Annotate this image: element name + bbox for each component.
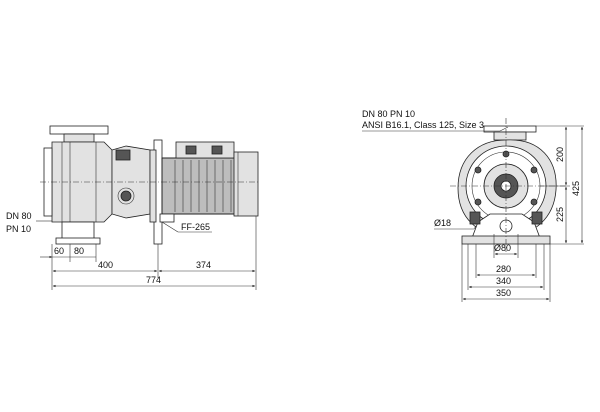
outlet-neck: [63, 133, 95, 143]
bracket-bolt-icon: [120, 190, 132, 202]
dim-200: 200: [555, 147, 565, 162]
dim-400: 400: [98, 260, 113, 270]
dim-350: 350: [496, 288, 511, 298]
outlet-flange-top: [49, 125, 109, 135]
dim-80: 80: [74, 246, 84, 256]
hole-dia-label: Ø18: [434, 218, 451, 228]
dim-225: 225: [555, 207, 565, 222]
dim-280: 280: [496, 264, 511, 274]
dim-374: 374: [196, 260, 211, 270]
inlet-dn-label: DN 80: [6, 211, 32, 221]
inlet-pn-label: PN 10: [6, 224, 31, 234]
dim-60: 60: [54, 246, 64, 256]
dim-425: 425: [571, 181, 581, 196]
outlet-dn-label: DN 80 PN 10: [362, 109, 415, 119]
terminal-box: [175, 141, 235, 159]
outlet-spec-label: ANSI B16.1, Class 125, Size 3: [362, 120, 484, 130]
front-view: DN 80 PN 10 ANSI B16.1, Class 125, Size …: [362, 109, 584, 302]
motor-fan-cover: [233, 151, 259, 217]
flange-ff-label: FF-265: [181, 222, 210, 232]
dim-dia80: Ø80: [494, 243, 511, 253]
side-view: DN 80 PN 10 FF-265 60 80 400 374 774: [6, 125, 260, 290]
dim-774: 774: [146, 275, 161, 285]
dim-340: 340: [496, 276, 511, 286]
